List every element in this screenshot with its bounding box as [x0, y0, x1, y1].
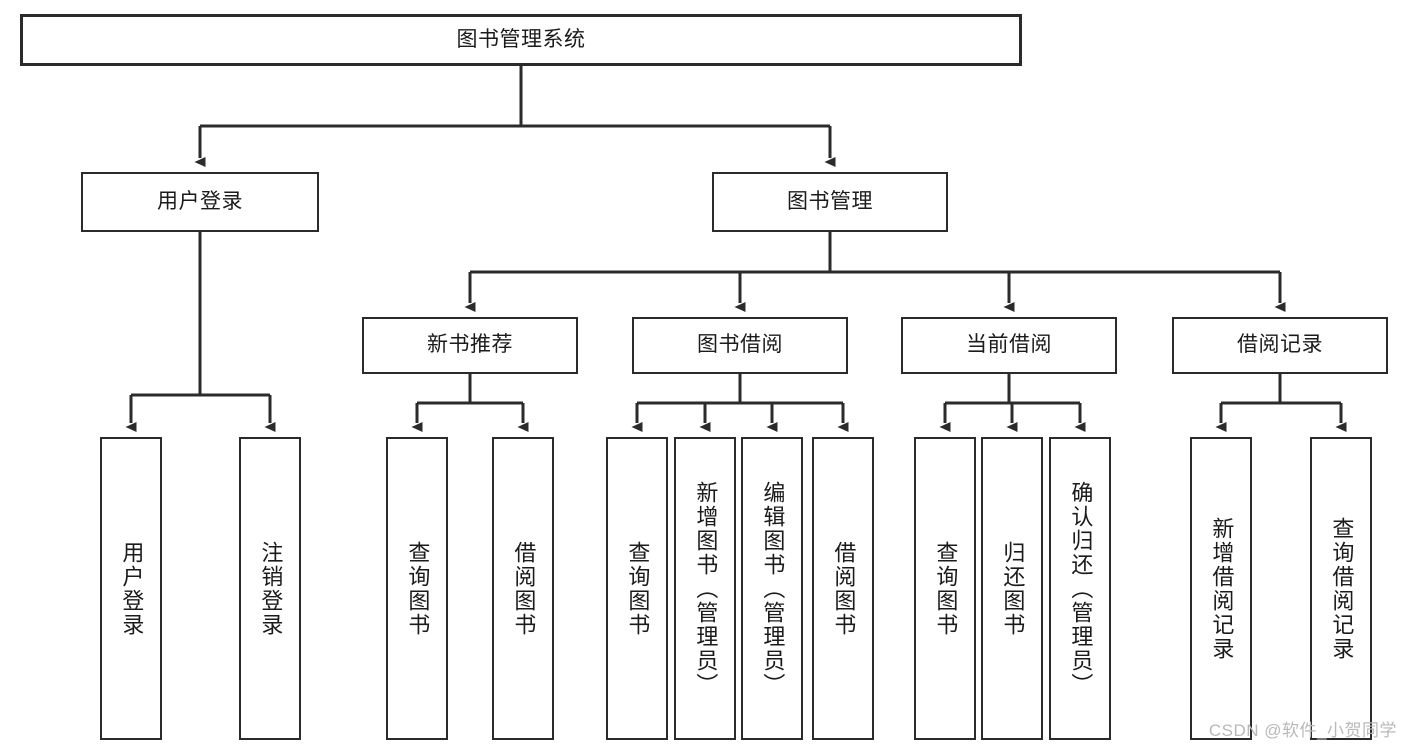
node-new-book-recommend-label: 新书推荐	[427, 333, 513, 357]
leaf-query-book-1-label: 查询图书	[405, 540, 431, 637]
node-user-login[interactable]: 用户登录	[81, 172, 319, 232]
leaf-return-book-label: 归还图书	[1000, 540, 1026, 637]
watermark: CSDN @软件_小贺同学	[1208, 721, 1397, 740]
leaf-edit-book-label: 编辑图书（管理员）	[760, 480, 786, 697]
leaf-return-book[interactable]: 归还图书	[981, 437, 1043, 740]
leaf-edit-book[interactable]: 编辑图书（管理员）	[741, 437, 803, 740]
node-book-manage-label: 图书管理	[787, 189, 873, 213]
node-current-borrow-label: 当前借阅	[966, 333, 1052, 357]
leaf-query-book-1[interactable]: 查询图书	[386, 437, 448, 740]
leaf-borrow-book-1-label: 借阅图书	[511, 540, 537, 637]
leaf-add-record[interactable]: 新增借阅记录	[1190, 437, 1252, 740]
node-new-book-recommend[interactable]: 新书推荐	[362, 317, 578, 374]
leaf-borrow-book-1[interactable]: 借阅图书	[492, 437, 554, 740]
node-root[interactable]: 图书管理系统	[20, 14, 1022, 66]
node-user-login-label: 用户登录	[157, 189, 243, 213]
node-book-borrow[interactable]: 图书借阅	[632, 317, 848, 374]
leaf-query-book-2[interactable]: 查询图书	[606, 437, 668, 740]
leaf-add-record-label: 新增借阅记录	[1209, 516, 1235, 661]
node-book-manage[interactable]: 图书管理	[712, 172, 948, 232]
node-borrow-record[interactable]: 借阅记录	[1172, 317, 1388, 374]
leaf-user-login[interactable]: 用户登录	[100, 437, 162, 740]
leaf-query-record-label: 查询借阅记录	[1329, 516, 1355, 661]
leaf-query-book-2-label: 查询图书	[625, 540, 651, 637]
leaf-confirm-return-label: 确认归还（管理员）	[1068, 480, 1094, 697]
leaf-borrow-book-2-label: 借阅图书	[831, 540, 857, 637]
node-current-borrow[interactable]: 当前借阅	[901, 317, 1117, 374]
leaf-query-record[interactable]: 查询借阅记录	[1310, 437, 1372, 740]
node-book-borrow-label: 图书借阅	[697, 333, 783, 357]
leaf-add-book-label: 新增图书（管理员）	[693, 480, 719, 697]
leaf-borrow-book-2[interactable]: 借阅图书	[812, 437, 874, 740]
leaf-query-book-3-label: 查询图书	[933, 540, 959, 637]
leaf-user-login-label: 用户登录	[119, 540, 145, 637]
leaf-confirm-return[interactable]: 确认归还（管理员）	[1049, 437, 1111, 740]
leaf-logout-login[interactable]: 注销登录	[239, 437, 301, 740]
node-root-label: 图书管理系统	[456, 27, 586, 51]
leaf-query-book-3[interactable]: 查询图书	[914, 437, 976, 740]
leaf-logout-login-label: 注销登录	[258, 540, 284, 637]
node-borrow-record-label: 借阅记录	[1237, 333, 1323, 357]
leaf-add-book[interactable]: 新增图书（管理员）	[674, 437, 736, 740]
